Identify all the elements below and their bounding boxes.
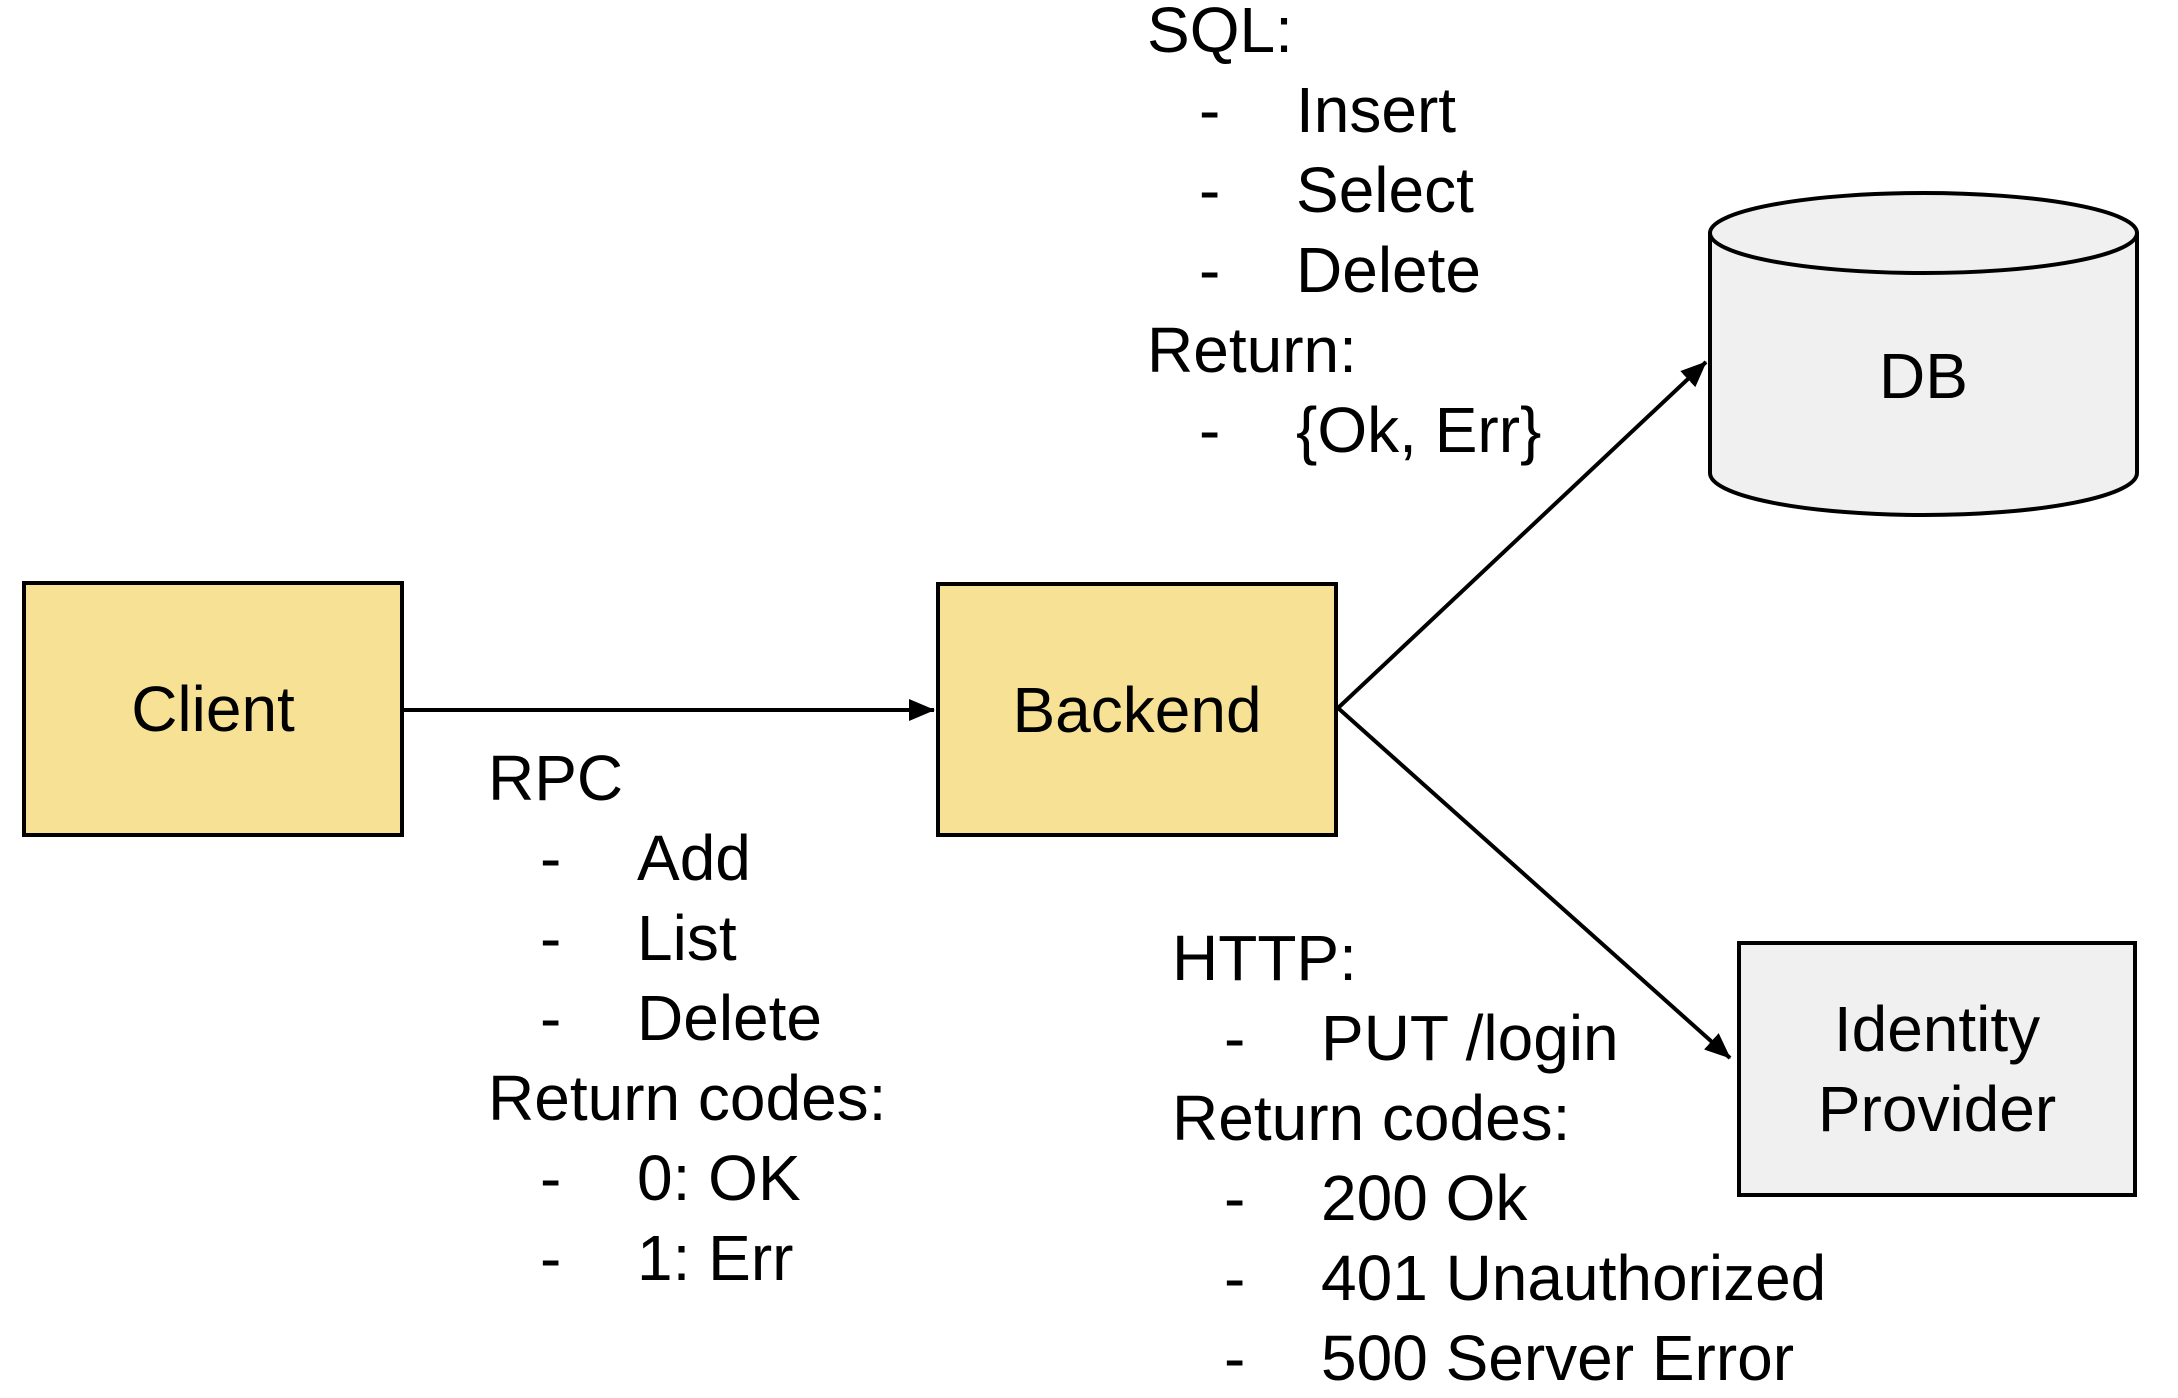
arrow-backend-to-idp: [1336, 706, 1732, 1060]
bullet-dash: -: [1224, 1002, 1246, 1074]
bullet-dash: -: [540, 822, 562, 894]
bullet-dash: -: [540, 1142, 562, 1214]
list-item-label: {Ok, Err}: [1296, 394, 1542, 466]
node-identity-provider-label: Identity Provider: [1817, 993, 2057, 1145]
rpc-annotation: RPC - Add - List - Delete Return codes: …: [488, 738, 886, 1298]
node-backend-label: Backend: [1012, 673, 1262, 746]
annotation-title: SQL:: [1147, 0, 1293, 66]
list-item: - Delete: [488, 978, 886, 1058]
list-item: - Insert: [1147, 70, 1541, 150]
bullet-dash: -: [1199, 74, 1221, 146]
node-identity-provider: Identity Provider: [1737, 941, 2137, 1197]
list-item: - 200 Ok: [1172, 1158, 1826, 1238]
bullet-dash: -: [1199, 234, 1221, 306]
list-item-label: Select: [1296, 154, 1474, 226]
bullet-dash: -: [540, 1222, 562, 1294]
annotation-title: HTTP:: [1172, 922, 1357, 994]
bullet-dash: -: [1224, 1162, 1246, 1234]
bullet-dash: -: [1199, 154, 1221, 226]
list-item: - Select: [1147, 150, 1541, 230]
arrow-backend-to-db: [1336, 360, 1708, 710]
http-annotation: HTTP: - PUT /login Return codes: - 200 O…: [1172, 918, 1826, 1398]
db-cylinder-top: [1708, 191, 2139, 275]
list-item: - {Ok, Err}: [1147, 390, 1541, 470]
list-item-label: Insert: [1296, 74, 1457, 146]
list-item: - List: [488, 898, 886, 978]
list-item-label: Delete: [1296, 234, 1481, 306]
list-item-label: 1: Err: [637, 1222, 794, 1294]
list-item: - Add: [488, 818, 886, 898]
list-item: - 0: OK: [488, 1138, 886, 1218]
bullet-dash: -: [540, 902, 562, 974]
sql-annotation: SQL: - Insert - Select - Delete Return: …: [1147, 0, 1541, 470]
db-cylinder-body: [1708, 233, 2139, 517]
list-item: - 1: Err: [488, 1218, 886, 1298]
list-item: - PUT /login: [1172, 998, 1826, 1078]
list-item-label: 401 Unauthorized: [1321, 1242, 1827, 1314]
annotation-return-title: Return codes:: [488, 1062, 887, 1134]
list-item-label: 500 Server Error: [1321, 1322, 1795, 1394]
list-item-label: 200 Ok: [1321, 1162, 1528, 1234]
list-item: - 401 Unauthorized: [1172, 1238, 1826, 1318]
list-item-label: 0: OK: [637, 1142, 801, 1214]
node-client: Client: [22, 581, 404, 837]
list-item-label: Add: [637, 822, 751, 894]
annotation-title: RPC: [488, 742, 624, 814]
bullet-dash: -: [540, 982, 562, 1054]
bullet-dash: -: [1199, 394, 1221, 466]
list-item: - Delete: [1147, 230, 1541, 310]
bullet-dash: -: [1224, 1242, 1246, 1314]
list-item: - 500 Server Error: [1172, 1318, 1826, 1398]
list-item-label: List: [637, 902, 737, 974]
list-item-label: Delete: [637, 982, 822, 1054]
bullet-dash: -: [1224, 1322, 1246, 1394]
node-client-label: Client: [131, 673, 295, 745]
annotation-return-title: Return:: [1147, 314, 1357, 386]
node-db-label: DB: [1879, 340, 1968, 412]
annotation-return-title: Return codes:: [1172, 1082, 1571, 1154]
node-backend: Backend: [936, 582, 1338, 837]
list-item-label: PUT /login: [1321, 1002, 1619, 1074]
